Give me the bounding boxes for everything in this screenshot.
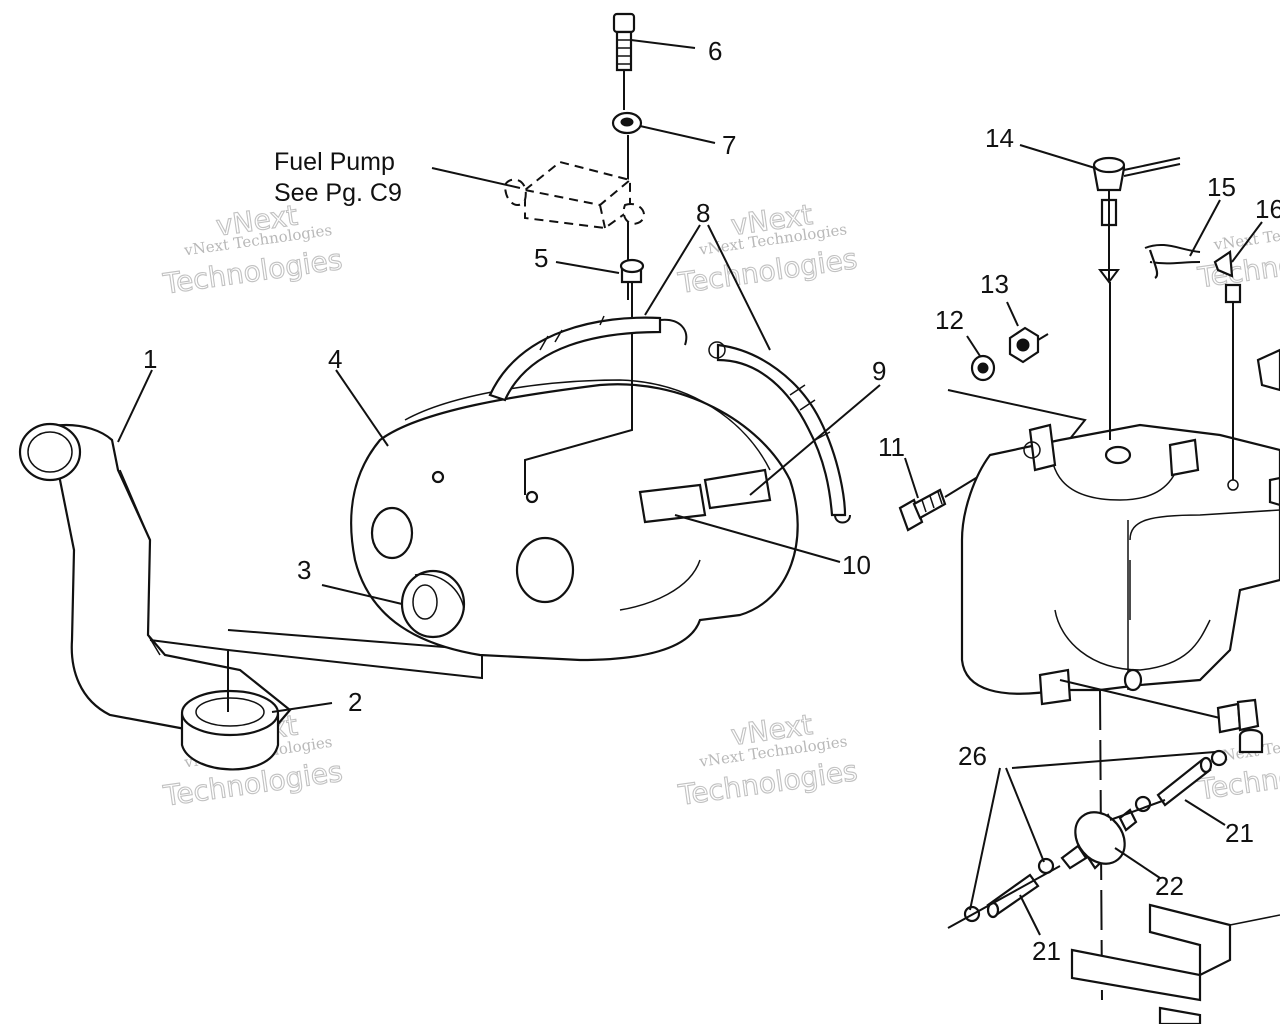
note-line-1: Fuel Pump — [274, 148, 395, 176]
callout-4: 4 — [328, 344, 342, 374]
part-10-decal — [638, 483, 707, 524]
part-22-filter — [1060, 808, 1138, 870]
callout-26: 26 — [958, 741, 987, 771]
callout-1: 1 — [143, 344, 157, 374]
callout-12: 12 — [935, 305, 964, 335]
hose-axis-line — [947, 799, 1166, 929]
callout-14: 14 — [985, 123, 1014, 153]
part-1-filler-neck — [18, 422, 292, 747]
bolt-axis-line — [623, 70, 629, 260]
part-9-decal — [703, 468, 772, 510]
callout-21-upper: 21 — [1225, 818, 1254, 848]
callout-21-lower: 21 — [1032, 936, 1061, 966]
part-3-grommet — [400, 569, 466, 639]
part-14-sensor — [1092, 156, 1181, 440]
part-2-clamp — [180, 689, 280, 771]
part-15-wire — [1144, 243, 1201, 279]
callout-9: 9 — [872, 356, 886, 386]
callout-5: 5 — [534, 243, 548, 273]
callout-labels: 6 7 5 8 1 4 9 10 3 2 11 12 13 14 15 16 2… — [143, 36, 1280, 966]
fuel-pump-reference — [503, 160, 645, 230]
part-5-nut — [619, 258, 645, 300]
note-line-2: See Pg. C9 — [274, 179, 402, 207]
watermark-group-1: vNext Technologies vNext Technologies — [160, 198, 345, 301]
callout-11: 11 — [878, 432, 905, 462]
callout-15: 15 — [1207, 172, 1236, 202]
callout-3: 3 — [297, 555, 311, 585]
callout-2: 2 — [348, 687, 362, 717]
part-8-hoses — [488, 315, 851, 524]
callout-13: 13 — [980, 269, 1009, 299]
part-13-nut — [1008, 326, 1049, 364]
callout-22: 22 — [1155, 871, 1184, 901]
callout-10: 10 — [842, 550, 871, 580]
leader-lines — [117, 39, 1263, 936]
part-7-washer — [611, 111, 643, 135]
bracket-line-12-13 — [947, 389, 1087, 446]
right-oil-tank — [960, 423, 1280, 706]
part-fitting-right — [1059, 679, 1264, 754]
part-16-sender — [1213, 250, 1280, 507]
part-6-bolt — [612, 12, 636, 72]
assembly-bracket-lines — [149, 629, 483, 712]
callout-8: 8 — [696, 198, 710, 228]
part-12-washer — [970, 354, 996, 382]
bracket-bottom-right — [1070, 903, 1280, 1024]
fuel-pump-note: Fuel Pump See Pg. C9 — [274, 148, 402, 207]
callout-16: 16 — [1255, 194, 1280, 224]
callout-7: 7 — [722, 130, 736, 160]
watermark-group-4: vNext Technologies vNext Technologies — [675, 707, 860, 812]
callout-6: 6 — [708, 36, 722, 66]
